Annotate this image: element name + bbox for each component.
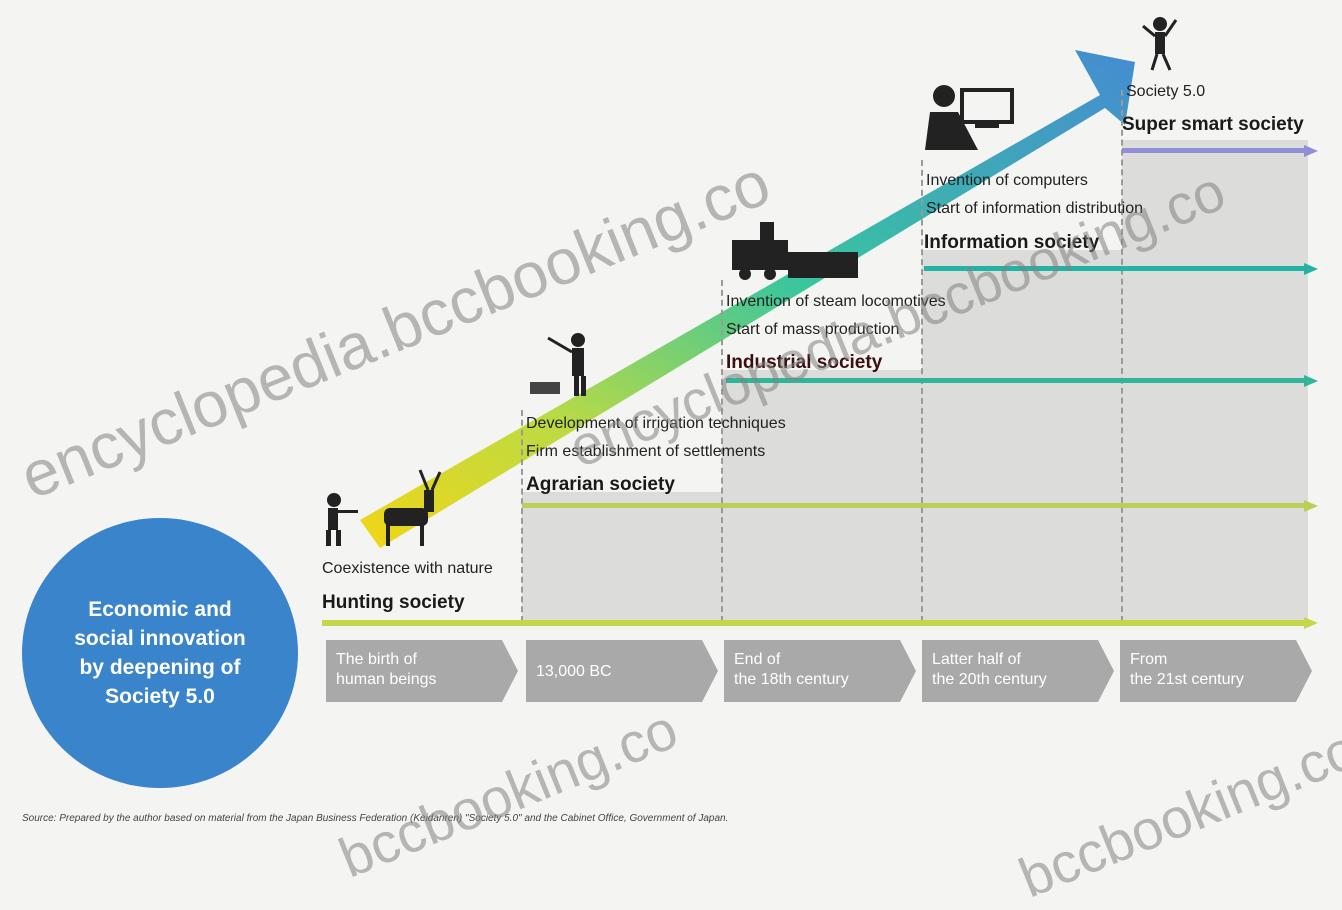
deer-icon xyxy=(384,469,442,546)
era-name-society5: Super smart society xyxy=(1122,114,1304,135)
jumping-person-icon xyxy=(1142,17,1178,71)
computer-user-icon xyxy=(925,85,1014,150)
progress-arrow-layer xyxy=(326,17,1178,548)
era-block-industrial xyxy=(722,370,922,620)
era-desc-information-1: Invention of computers xyxy=(926,172,1088,189)
divider-line xyxy=(1121,90,1123,622)
era-desc-agrarian-1: Development of irrigation techniques xyxy=(526,415,786,432)
timeline-step-4: Latter half of the 20th century xyxy=(922,640,1098,702)
timeline-step-1: The birth of human beings xyxy=(326,640,502,702)
era-desc-society5: Society 5.0 xyxy=(1126,83,1206,100)
arrowhead-icon xyxy=(1304,145,1318,157)
source-note: Source: Prepared by the author based on … xyxy=(22,813,729,824)
era-desc-hunting-1: Coexistence with nature xyxy=(322,560,493,577)
era-name-hunting: Hunting society xyxy=(322,592,465,613)
era-name-information: Information society xyxy=(924,232,1100,253)
farmer-icon xyxy=(530,333,586,396)
timeline-step-3: End of the 18th century xyxy=(724,640,900,702)
chevron-right-icon xyxy=(1296,640,1312,702)
arrowhead-icon xyxy=(1304,375,1318,387)
chevron-right-icon xyxy=(900,640,916,702)
progress-arrow xyxy=(360,50,1135,548)
era-block-information xyxy=(922,250,1122,620)
era-desc-information-2: Start of information distribution xyxy=(926,200,1143,217)
arrowhead-icon xyxy=(1304,617,1318,629)
chevron-right-icon xyxy=(702,640,718,702)
era-name-agrarian: Agrarian society xyxy=(526,474,675,495)
timeline-step-2: 13,000 BC xyxy=(526,640,702,702)
era-line-industrial xyxy=(726,378,1304,383)
era-line-society5 xyxy=(1122,148,1304,153)
arrowhead-icon xyxy=(1304,500,1318,512)
society5-summary-circle: Economic and social innovation by deepen… xyxy=(22,518,298,788)
era-line-information xyxy=(924,266,1304,271)
divider-line xyxy=(721,280,723,622)
chevron-right-icon xyxy=(502,640,518,702)
era-desc-industrial-1: Invention of steam locomotives xyxy=(726,293,946,310)
era-line-hunting xyxy=(322,620,1304,626)
arrowhead-icon xyxy=(1304,263,1318,275)
divider-line xyxy=(521,410,523,622)
era-name-industrial: Industrial society xyxy=(726,352,883,373)
steam-locomotive-icon xyxy=(732,222,858,280)
timeline-step-5: From the 21st century xyxy=(1120,640,1296,702)
hunter-icon xyxy=(326,493,358,546)
era-desc-industrial-2: Start of mass production xyxy=(726,321,900,338)
era-desc-agrarian-2: Firm establishment of settlements xyxy=(526,443,766,460)
society-evolution-diagram: Coexistence with nature Hunting society … xyxy=(10,17,1342,909)
circle-title: Economic and social innovation by deepen… xyxy=(74,598,246,708)
divider-line xyxy=(921,160,923,622)
era-line-agrarian xyxy=(522,503,1304,508)
era-block-agrarian xyxy=(522,492,722,620)
chevron-right-icon xyxy=(1098,640,1114,702)
